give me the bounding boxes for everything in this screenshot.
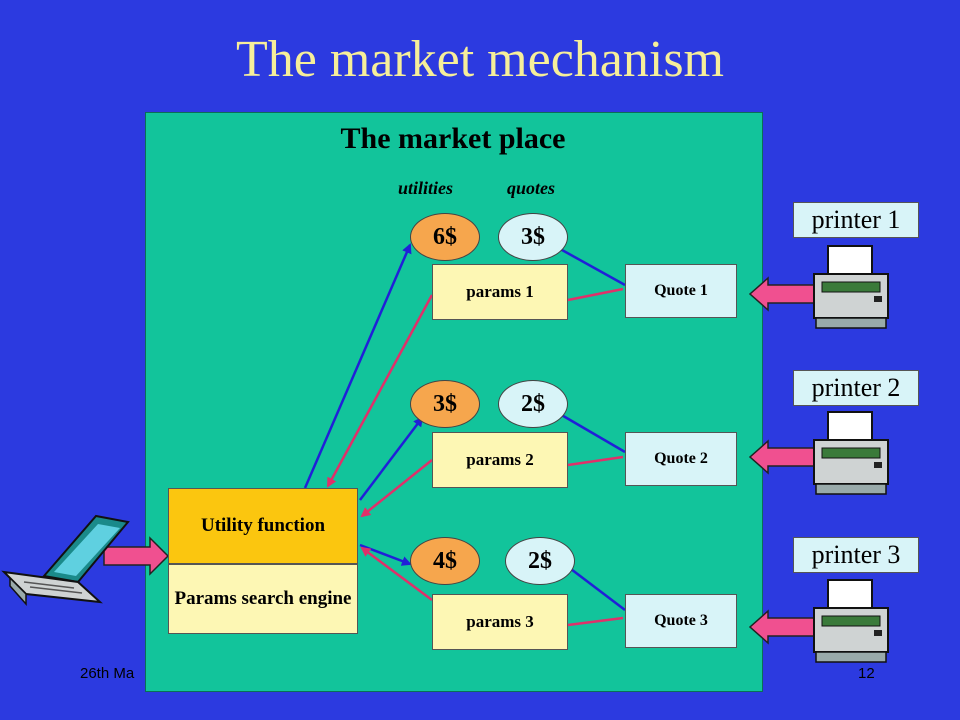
quote-oval-3: 2$ (505, 537, 575, 585)
params-box-3: params 3 (432, 594, 568, 650)
printer-arrow-3 (748, 609, 849, 645)
quote-box-2: Quote 2 (625, 432, 737, 486)
quotes-label: quotes (507, 178, 556, 198)
footer-date: 26th Ma (80, 665, 135, 682)
arrow-params1-to-quote1 (567, 287, 624, 302)
params-box-2: params 2 (432, 432, 568, 488)
arrow-quote1-to-oval (551, 243, 626, 287)
arrow-quote3-to-oval (561, 561, 626, 611)
page-title: The market mechanism (235, 31, 725, 88)
page-number: 12 (858, 665, 875, 682)
arrow-quote2-to-oval (551, 408, 626, 454)
arrow-params3-to-quote3 (567, 616, 624, 627)
quote-oval-1: 3$ (498, 213, 568, 261)
arrow-params1-to-uf (326, 294, 434, 488)
arrow-params3-to-uf (360, 546, 433, 602)
utilities-label: utilities (398, 178, 454, 198)
printer-arrow-1 (748, 276, 849, 312)
client-arrow (103, 536, 170, 576)
arrow-uf-to-utility-2 (359, 416, 424, 501)
printer-label-2: printer 2 (793, 370, 919, 406)
printer-arrow-2 (748, 439, 849, 475)
arrow-params2-to-uf (360, 459, 433, 518)
printer-label-3: printer 3 (793, 537, 919, 573)
utility-oval-1: 6$ (410, 213, 480, 261)
utility-oval-3: 4$ (410, 537, 480, 585)
quote-oval-2: 2$ (498, 380, 568, 428)
arrow-uf-to-utility-3 (359, 543, 412, 566)
quote-box-1: Quote 1 (625, 264, 737, 318)
utility-oval-2: 3$ (410, 380, 480, 428)
printer-label-1: printer 1 (793, 202, 919, 238)
params-search-engine-box: Params search engine (168, 564, 358, 634)
quote-box-3: Quote 3 (625, 594, 737, 648)
params-box-1: params 1 (432, 264, 568, 320)
arrow-params2-to-quote2 (567, 455, 624, 467)
arrow-uf-to-utility-1 (303, 243, 412, 489)
utility-function-box: Utility function (168, 488, 358, 564)
market-place-title: The market place (340, 122, 566, 155)
